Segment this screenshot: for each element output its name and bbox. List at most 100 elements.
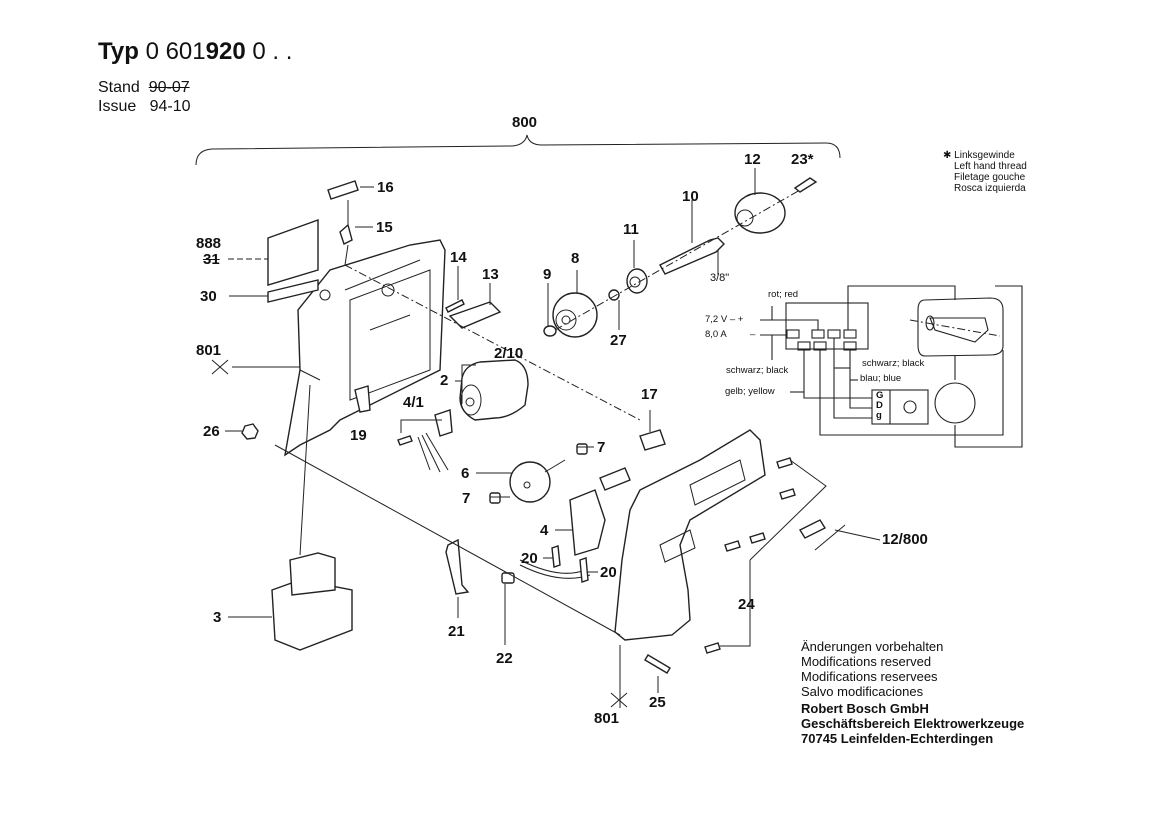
stand-label: Stand [98, 79, 140, 96]
screw-4-1 [397, 435, 413, 446]
part-label-23: 23* [791, 151, 814, 168]
part-label-8: 8 [571, 250, 580, 267]
part-label-801-bottom: 801 [594, 710, 620, 727]
chuck-key-12-800 [798, 519, 827, 539]
part-label-16: 16 [377, 179, 394, 196]
wiring-schematic [760, 285, 1023, 448]
spindle-10 [659, 237, 725, 275]
switch-4 [569, 467, 631, 556]
company-division: Geschäftsbereich Elektrowerkzeuge [801, 716, 1025, 731]
part-label-21: 21 [448, 623, 465, 640]
spring-14 [445, 299, 465, 313]
type-label: Typ [98, 38, 139, 65]
company-name: Robert Bosch GmbH [801, 701, 929, 716]
label-plate-888 [267, 219, 319, 286]
part-label-12: 12 [744, 151, 761, 168]
clip-19 [354, 385, 371, 413]
wire-label-blue: blau; blue [860, 373, 902, 384]
asterisk-icon: ✱ [943, 150, 952, 161]
part-label-10: 10 [682, 188, 699, 205]
thread-note-line-4: Rosca izquierda [954, 183, 1026, 194]
current-label: 8,0 A [705, 329, 727, 340]
brush-plate-4-1 [434, 409, 453, 437]
thread-note-line-1: ✱ Linksgewinde [943, 150, 1015, 161]
part-label-19: 19 [350, 427, 367, 444]
part-label-3: 3 [213, 609, 222, 626]
type-number-bold: 920 [205, 38, 246, 65]
company-address: 70745 Leinfelden-Echterdingen [801, 731, 994, 746]
issue-label: Issue [98, 98, 137, 115]
footer-line-es: Salvo modificaciones [801, 684, 924, 699]
assembly-bracket [195, 134, 841, 166]
pin-d: D [876, 400, 883, 411]
issue-value: 94-10 [149, 98, 191, 115]
footer-line-en: Modifications reserved [801, 654, 932, 669]
issue-row: Issue 94-10 [98, 98, 191, 116]
transistor-pins: G D g [876, 391, 883, 421]
slide-13 [448, 301, 502, 329]
part-label-13: 13 [482, 266, 499, 283]
part-label-15: 15 [376, 219, 393, 236]
motor-2 [459, 359, 529, 421]
part-label-20-right: 20 [600, 564, 617, 581]
part-label-4-1: 4/1 [403, 394, 424, 411]
thread-note: ✱ Linksgewinde Left hand thread Filetage… [943, 150, 1027, 194]
part-label-14: 14 [450, 249, 467, 266]
voltage-label: 7,2 V – + [705, 314, 744, 325]
part-label-7-upper: 7 [597, 439, 606, 456]
part-label-22: 22 [496, 650, 513, 667]
part-label-26: 26 [203, 423, 220, 440]
part-label-17: 17 [641, 386, 658, 403]
wire-label-yellow: gelb; yellow [725, 386, 775, 397]
screw-23 [793, 177, 818, 193]
stand-value: 90-07 [148, 79, 190, 96]
housing-right-half [614, 429, 766, 641]
part-label-888: 888 [196, 235, 222, 252]
pin-g-upper: G [876, 390, 884, 401]
housing-left-half [284, 239, 446, 457]
part-label-2-10: 2/10 [494, 345, 524, 362]
label-plate-30 [267, 279, 319, 303]
part-label-4: 4 [540, 522, 549, 539]
part-label-801-left: 801 [196, 342, 222, 359]
screw-25 [644, 654, 671, 674]
x-marker-801-left [211, 359, 229, 375]
part-label-31: 31 [203, 251, 220, 268]
part-label-9: 9 [543, 266, 552, 283]
assembly-label-800: 800 [512, 114, 538, 131]
part-label-25: 25 [649, 694, 666, 711]
contact-20b [579, 557, 589, 583]
stand-row: Stand 90-07 [98, 79, 190, 97]
type-number-plain: 0 601 [145, 38, 206, 65]
x-marker-801-bottom [610, 692, 628, 708]
clip-15 [339, 223, 353, 245]
type-number-suffix: 0 . . [252, 38, 293, 65]
part-label-12-800: 12/800 [882, 531, 928, 548]
type-number: Typ 0 601920 0 . . [98, 38, 292, 66]
pin-g-lower: g [876, 410, 882, 421]
part-label-20-left: 20 [521, 550, 538, 567]
footer-line-fr: Modifications reservees [801, 669, 938, 684]
minus-label: – [750, 329, 756, 340]
footer-line-de: Änderungen vorbehalten [801, 639, 944, 654]
wire-label-black-2: schwarz; black [862, 358, 925, 369]
washer-9 [543, 325, 557, 337]
part-label-6: 6 [461, 465, 470, 482]
part-label-7-lower: 7 [462, 490, 471, 507]
bushing-7-lower [489, 492, 501, 504]
gear-6 [509, 461, 551, 503]
contact-20a [551, 545, 561, 568]
clip-17 [639, 429, 666, 451]
bearing-11 [626, 268, 648, 294]
clamp-21 [445, 538, 470, 595]
bushing-7-upper [576, 443, 588, 455]
ring-27 [608, 289, 620, 301]
footer-notes: Änderungen vorbehalten Modifications res… [801, 639, 1024, 746]
part-label-2: 2 [440, 372, 449, 389]
part-label-11: 11 [623, 221, 639, 238]
part-label-27: 27 [610, 332, 627, 349]
battery-pack-3 [271, 552, 353, 651]
nut-26 [241, 423, 259, 440]
wire-label-red: rot; red [768, 289, 799, 300]
